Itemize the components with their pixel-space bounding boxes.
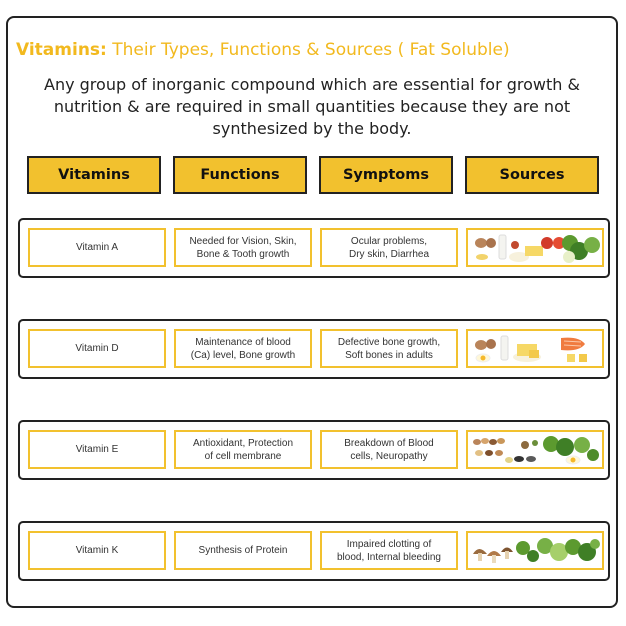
intro-text: Any group of inorganic compound which ar… <box>44 75 580 138</box>
header-sources: Sources <box>465 156 599 194</box>
vitamin-function: Needed for Vision, Skin,Bone & Tooth gro… <box>174 228 312 267</box>
table-row: Vitamin A Needed for Vision, Skin,Bone &… <box>18 218 610 278</box>
vitamin-sources <box>466 531 604 570</box>
vitamin-name: Vitamin K <box>28 531 166 570</box>
table-row: Vitamin D Maintenance of blood(Ca) level… <box>18 319 610 379</box>
vitamin-symptoms: Defective bone growth,Soft bones in adul… <box>320 329 458 368</box>
table-row: Vitamin K Synthesis of Protein Impaired … <box>18 521 610 581</box>
vitamin-function: Synthesis of Protein <box>174 531 312 570</box>
title-rest: Their Types, Functions & Sources ( Fat S… <box>106 40 510 60</box>
header-symptoms: Symptoms <box>319 156 453 194</box>
food-sources-a-icon <box>474 234 600 263</box>
vitamin-sources <box>466 430 604 469</box>
header-functions: Functions <box>173 156 307 194</box>
header-vitamins: Vitamins <box>27 156 161 194</box>
infographic-frame <box>6 16 618 608</box>
vitamin-symptoms: Ocular problems,Dry skin, Diarrhea <box>320 228 458 267</box>
vitamin-sources <box>466 228 604 267</box>
food-sources-k-icon <box>472 537 600 563</box>
vitamin-sources <box>466 329 604 368</box>
food-sources-d-icon <box>474 335 587 362</box>
vitamin-name: Vitamin D <box>28 329 166 368</box>
vitamin-name: Vitamin E <box>28 430 166 469</box>
page-title: Vitamins: Their Types, Functions & Sourc… <box>16 40 510 60</box>
vitamin-name: Vitamin A <box>28 228 166 267</box>
food-sources-e-icon <box>472 435 599 464</box>
vitamin-function: Maintenance of blood(Ca) level, Bone gro… <box>174 329 312 368</box>
title-highlight: Vitamins: <box>16 40 107 60</box>
